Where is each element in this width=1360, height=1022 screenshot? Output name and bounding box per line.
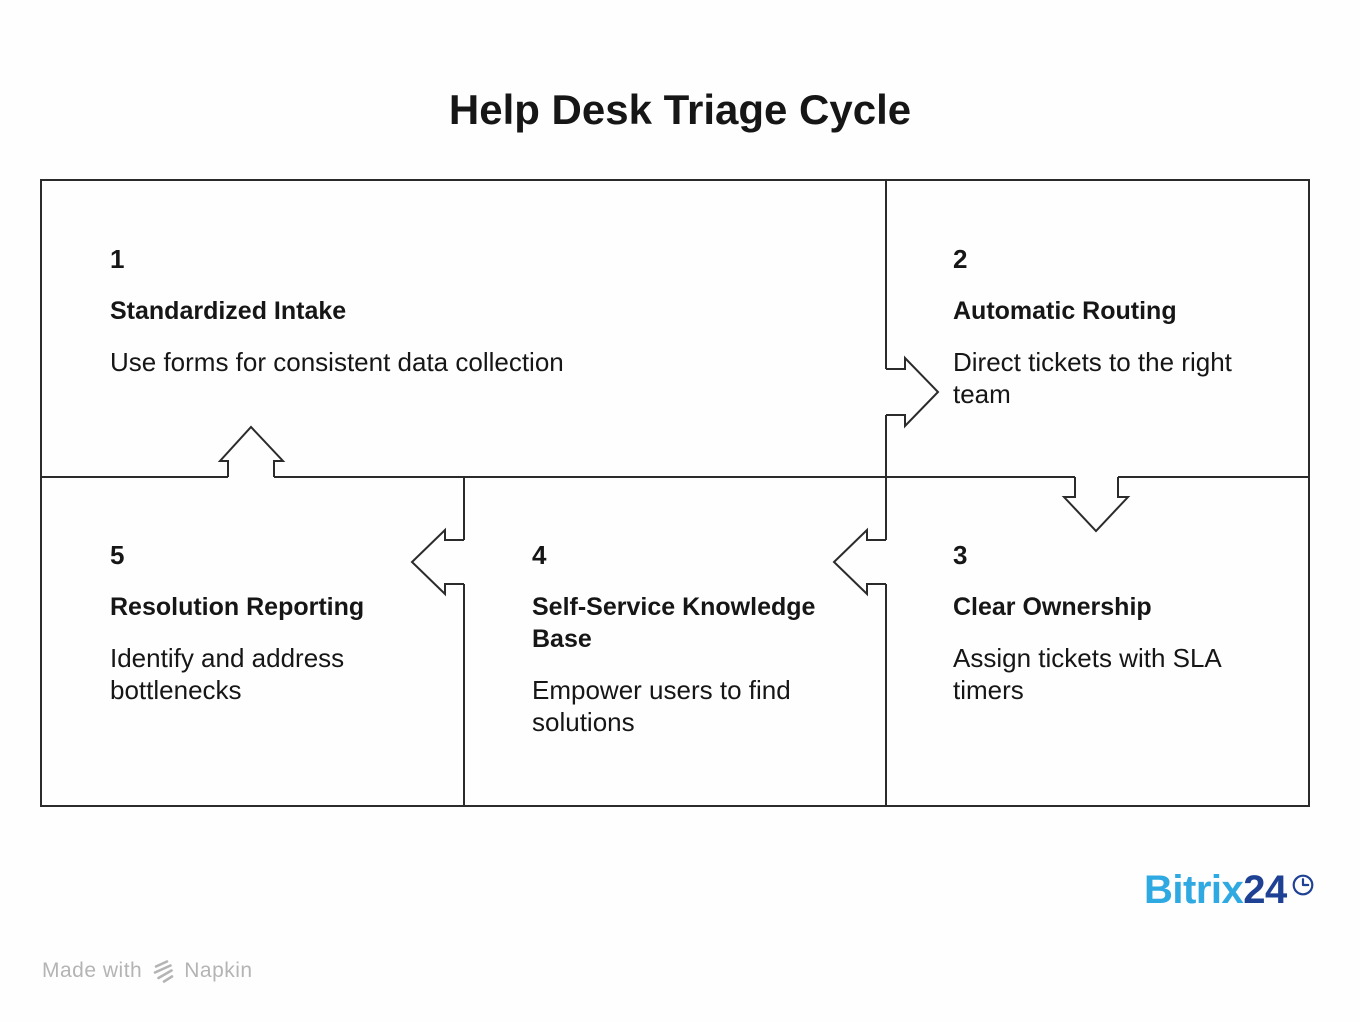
step-description: Empower users to find solutions	[532, 675, 791, 737]
arrow-step4-to-step5-left-icon	[410, 527, 464, 597]
bitrix24-logo-text-primary: Bitrix	[1144, 868, 1244, 912]
step-description: Identify and address bottlenecks	[110, 643, 345, 705]
step-number: 2	[953, 244, 968, 274]
napkin-credit: Made with Napkin	[42, 958, 253, 984]
step-number: 1	[110, 244, 125, 274]
step-resolution-reporting: 5 Resolution Reporting Identify and addr…	[110, 539, 390, 706]
step-heading: Resolution Reporting	[110, 593, 365, 621]
step-clear-ownership: 3 Clear Ownership Assign tickets with SL…	[953, 539, 1263, 706]
step-number: 3	[953, 540, 968, 570]
credit-prefix: Made with	[42, 959, 143, 982]
step-description: Assign tickets with SLA timers	[953, 643, 1221, 705]
step-heading: Self-Service Knowledge Base	[532, 593, 816, 653]
step-heading: Automatic Routing	[953, 297, 1177, 325]
step-heading: Standardized Intake	[110, 297, 347, 325]
step-description: Use forms for consistent data collection	[110, 347, 564, 377]
step-number: 4	[532, 540, 547, 570]
arrow-step2-to-step3-down-icon	[1061, 477, 1131, 533]
arrow-step1-to-step2-right-icon	[886, 355, 940, 429]
napkin-logo-icon	[153, 960, 174, 983]
step-description: Direct tickets to the right team	[953, 347, 1232, 409]
bitrix24-logo-text-secondary: 24	[1243, 868, 1287, 912]
credit-brand: Napkin	[184, 959, 253, 982]
step-self-service-knowledge-base: 4 Self-Service Knowledge Base Empower us…	[532, 539, 862, 738]
arrow-step3-to-step4-left-icon	[832, 527, 886, 597]
step-number: 5	[110, 540, 125, 570]
step-heading: Clear Ownership	[953, 593, 1152, 621]
arrow-step5-to-step1-up-icon	[217, 425, 286, 477]
clock-icon	[1292, 874, 1314, 896]
diagram-title: Help Desk Triage Cycle	[448, 86, 912, 133]
step-automatic-routing: 2 Automatic Routing Direct tickets to th…	[953, 243, 1263, 410]
step-standardized-intake: 1 Standardized Intake Use forms for cons…	[110, 243, 710, 378]
